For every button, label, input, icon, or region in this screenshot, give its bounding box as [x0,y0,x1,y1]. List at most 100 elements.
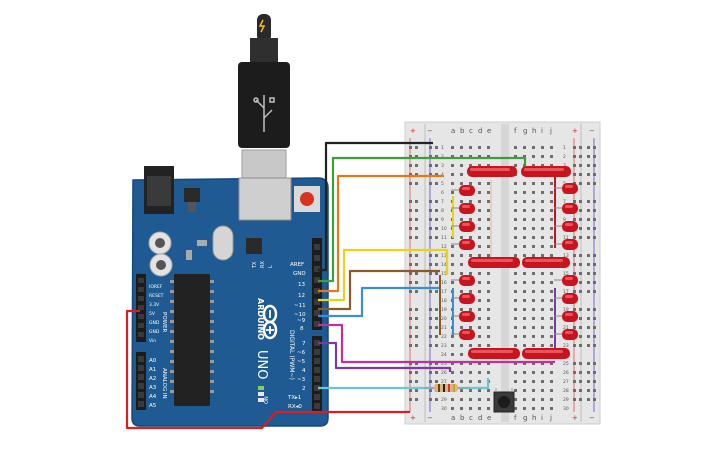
pin-label-2: 2 [302,386,306,392]
row-number: 15 [441,271,447,277]
led [554,183,578,194]
row-number: 11 [563,235,569,241]
wire-pin12-orange[interactable] [318,174,444,293]
led [554,239,578,250]
pin-label-11: ~11 [294,303,306,309]
row-number: 1 [563,145,566,151]
power-pin-reset: RESET [149,293,164,299]
col-j-top: j [549,127,552,135]
led [451,311,475,322]
arduino-logo [262,304,278,340]
analog-in-label: ANALOG IN [161,368,167,399]
row-number: 25 [441,361,447,367]
col-i-bottom: i [541,414,543,422]
led [554,221,578,232]
wire-gnd-black[interactable] [318,141,433,272]
row-number: 9 [563,217,566,223]
rail-minus-bottom-left: − [427,414,433,422]
row-number: 3 [441,163,444,169]
led [468,348,520,359]
row-number: 12 [441,244,447,250]
row-number: 28 [563,388,569,394]
led-array [451,166,578,359]
pin-label-5: ~5 [297,359,306,365]
row-number: 24 [441,352,447,358]
wire-pin11-yellow[interactable] [318,248,449,302]
led [554,275,578,286]
row-number: 22 [441,334,447,340]
row-number: 7 [563,199,566,205]
power-label: POWER [161,312,167,333]
row-number: 30 [441,406,447,412]
col-a-bottom: a [451,414,455,422]
analog-pin-a0: A0 [149,358,157,364]
on-led [258,386,264,402]
wire-pin2-cyan[interactable] [318,378,490,390]
rail-minus-bottom-right: − [589,414,595,422]
led [522,257,570,268]
row-number: 29 [563,397,569,403]
led [554,203,578,214]
wire-pin9-blue[interactable] [318,286,440,318]
l-led-label: L [268,265,274,268]
analog-header [136,352,146,410]
col-a-top: a [451,127,455,135]
pin-label-aref: AREF [290,262,304,268]
led [468,257,520,268]
microcontroller-chip [174,274,210,406]
on-led-label: ON [264,396,270,404]
row-number: 15 [563,271,569,277]
row-number: 9 [441,217,444,223]
analog-pin-a1: A1 [149,367,156,373]
row-number: 14 [441,262,447,268]
led [522,348,570,359]
analog-pin-a5: A5 [149,403,157,409]
col-g-top: g [523,127,527,135]
power-pin-5v: 5V [149,311,156,317]
power-pin-vin: Vin [149,338,156,344]
col-f-bottom: f [514,414,517,422]
wire-pin10-brown[interactable] [318,269,440,311]
led [451,329,475,340]
pin-label-10: ~10 [294,312,306,318]
wire-pin13-green[interactable] [318,156,527,283]
row-number: 27 [441,379,447,385]
rail-plus-bottom-right: + [572,414,578,422]
led [521,166,571,177]
row-number: 10 [441,226,447,232]
row-number: 19 [441,307,447,313]
col-b-bottom: b [460,414,465,422]
reset-button[interactable] [294,186,320,212]
row-number: 16 [441,280,447,286]
row-number: 30 [563,406,569,412]
row-number: 17 [441,289,447,295]
col-f-top: f [514,127,517,135]
wire-pin8-magenta[interactable] [318,323,555,364]
arduino-brand: ARDUINO [256,298,265,340]
row-number: 11 [441,235,447,241]
row-number: 5 [441,181,444,187]
wire-pin7-purple[interactable] [318,341,452,372]
row-number: 17 [563,289,569,295]
pin-label-9: ~9 [297,318,306,324]
digital-header-top [312,238,322,330]
row-number: 26 [441,370,447,376]
rail-plus-bottom-left: + [410,414,416,422]
rx-led-label: RX [260,261,266,268]
power-pin-gnd2: GND [149,329,160,335]
row-number: 26 [563,370,569,376]
col-d-bottom: d [478,414,482,422]
row-number: 13 [563,253,569,259]
row-number: 20 [441,316,447,322]
pin-label-0: RX◂0 [288,404,302,410]
row-number: 2 [563,154,566,160]
pushbutton[interactable] [493,388,515,413]
tx-led-label: TX [252,261,258,269]
led [554,311,578,322]
col-e-bottom: e [487,414,491,422]
row-number: 23 [441,343,447,349]
wire-5v-red[interactable] [125,309,410,430]
arduino-uno-board: TX RX L ON ARDUINO UNO AREF GN [131,166,329,427]
